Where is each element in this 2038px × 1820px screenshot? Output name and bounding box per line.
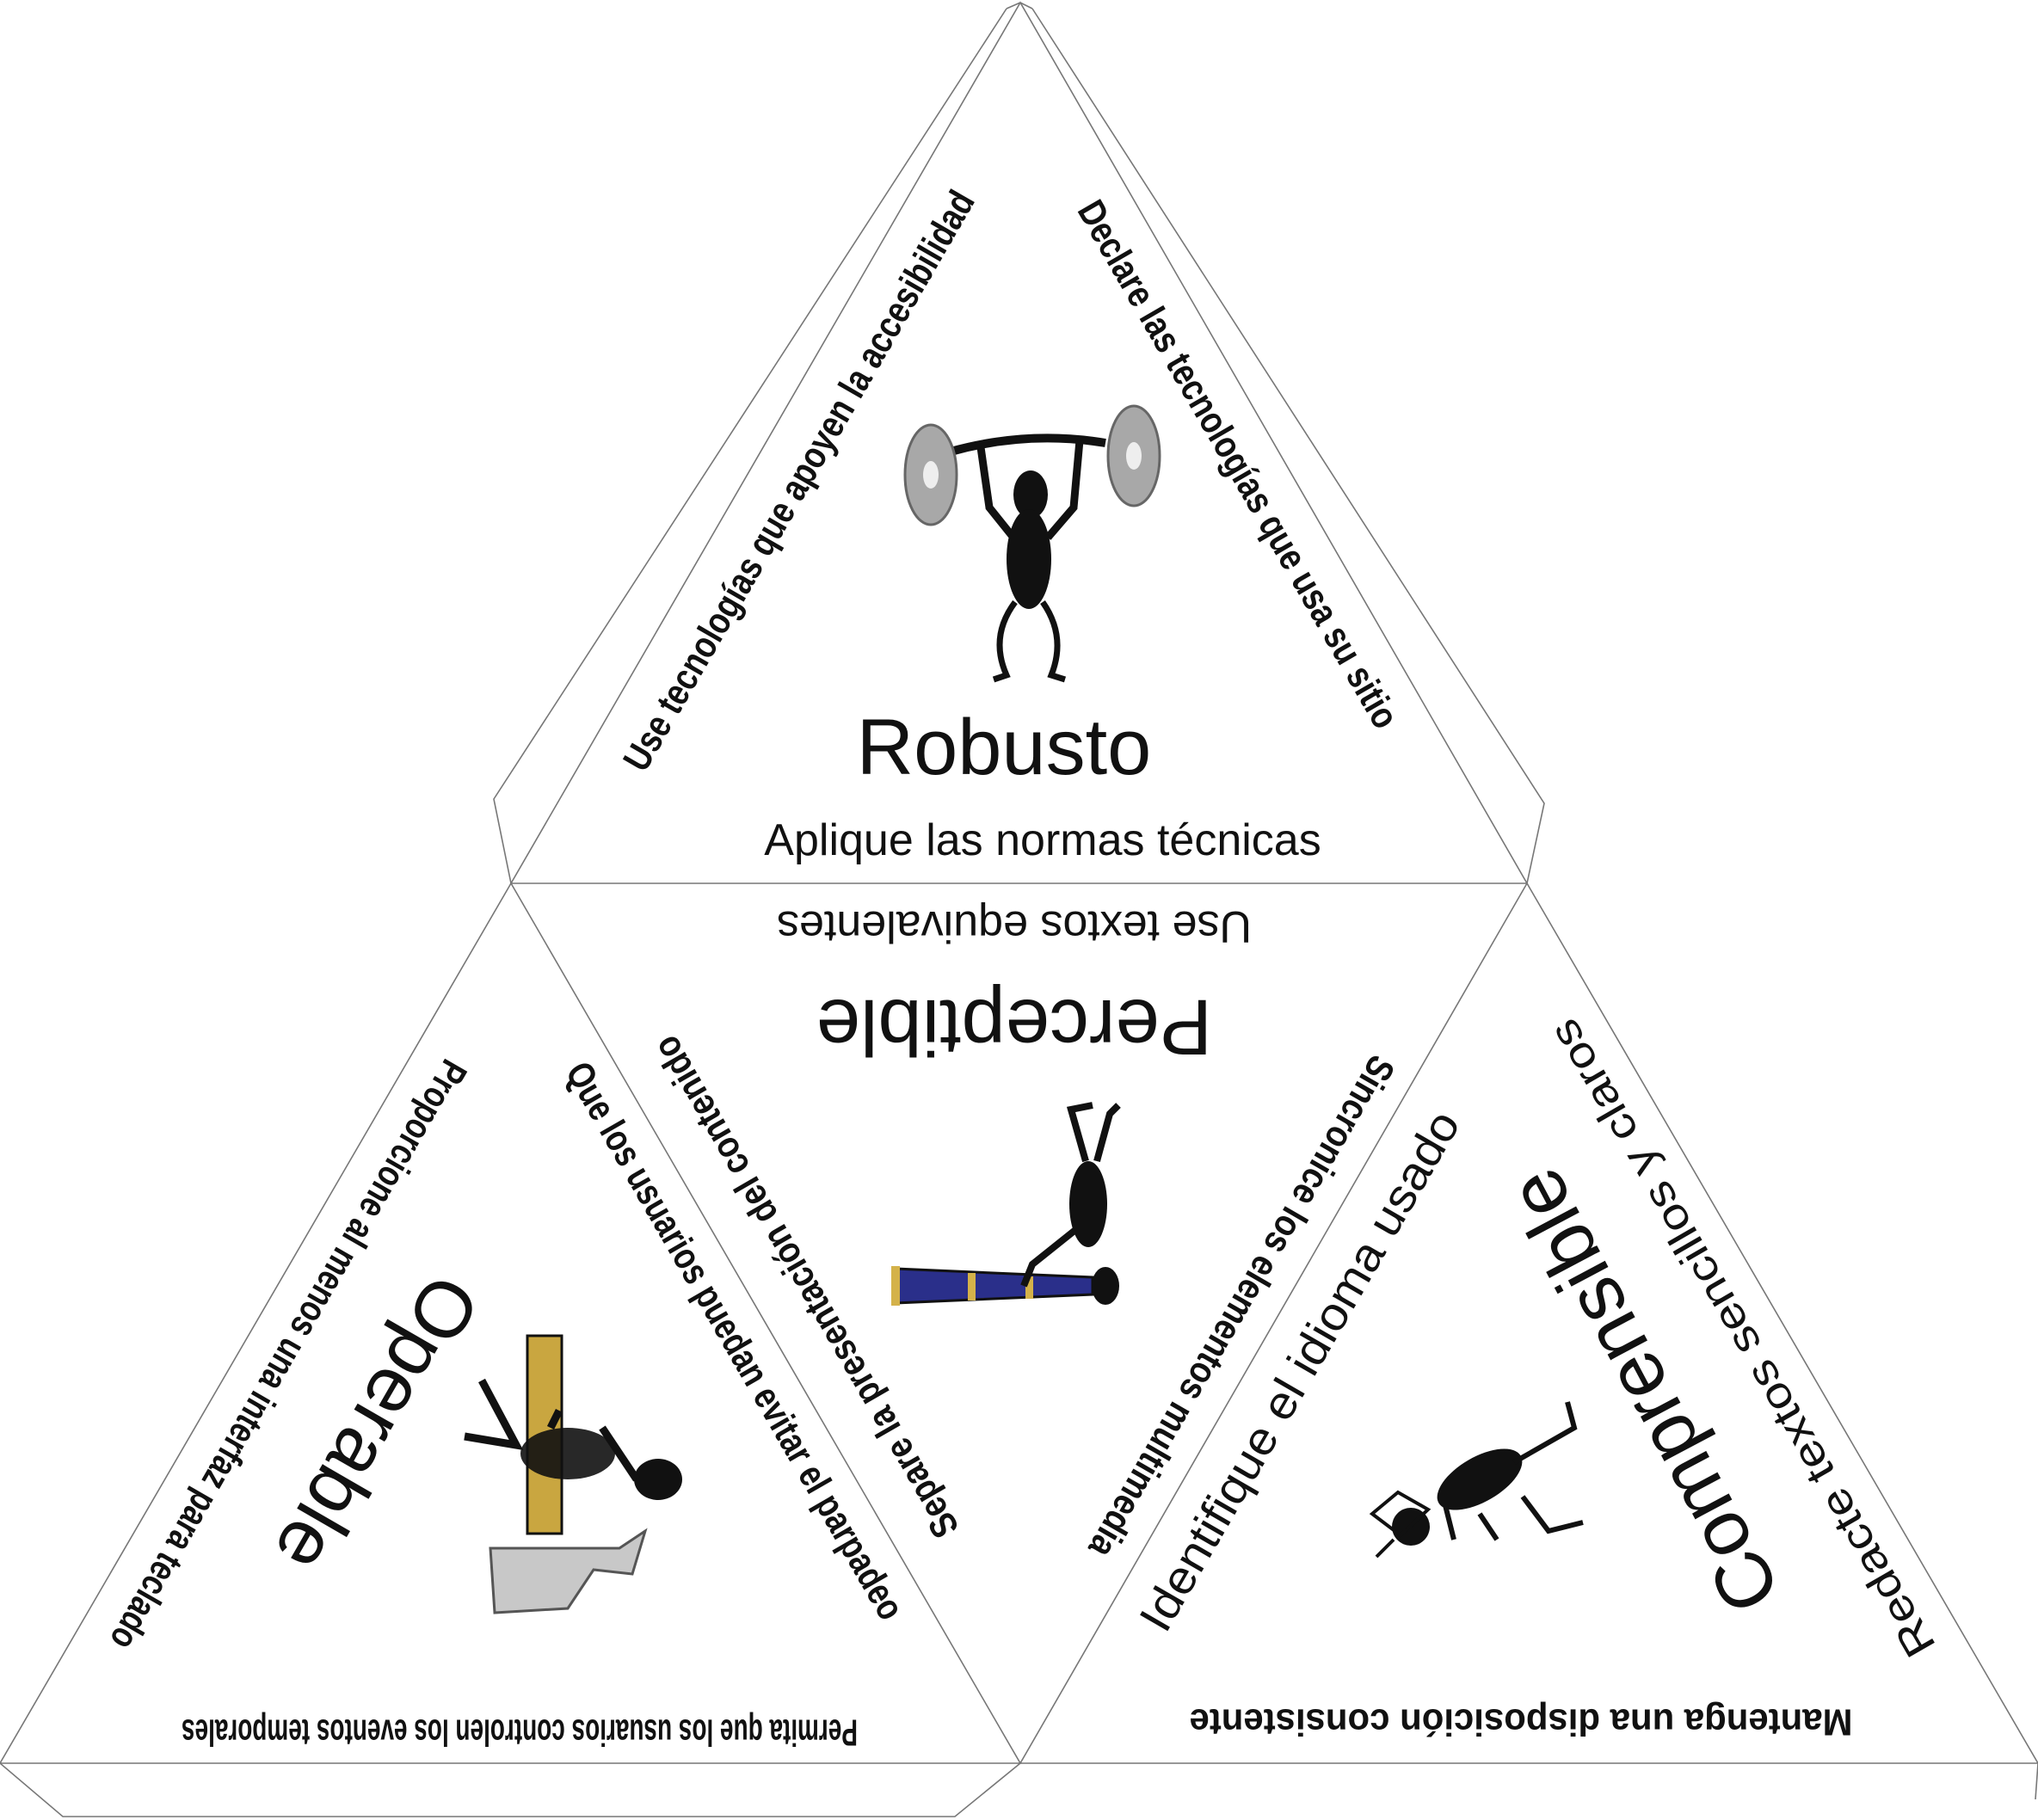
face-operable-outline xyxy=(0,882,1022,1764)
face-comprensible: Comprensible Identifique el idioma usado… xyxy=(1130,1011,1945,1743)
bottom-flap xyxy=(0,1762,1021,1817)
face-subtitle-robusto: Aplique las normas técnicas xyxy=(764,815,1321,865)
face-title-robusto: Robusto xyxy=(857,704,1152,791)
face-perceptible: Use textos equivalentes Perceptible Sepa… xyxy=(645,901,1403,1565)
edge-text-operable-bottom: Permita que los usuarios controlen los e… xyxy=(182,1712,858,1754)
graduate-reader-icon xyxy=(1369,1401,1584,1559)
left-flap xyxy=(493,8,1007,884)
edge-text-comprensible-bottom: Mantenga una disposición consistente xyxy=(1190,1701,1853,1743)
face-title-perceptible: Perceptible xyxy=(816,983,1212,1071)
right-flap xyxy=(1031,8,1545,884)
face-operable: Operable Proporcione al menos una interf… xyxy=(102,1053,912,1754)
horn-player-icon xyxy=(891,1102,1121,1306)
face-robusto-outline xyxy=(509,1,1529,884)
face-robusto: Robusto Aplique las normas técnicas Use … xyxy=(615,183,1407,865)
hammer-worker-icon xyxy=(464,1334,682,1614)
weightlifter-icon xyxy=(903,404,1161,683)
face-comprensible-outline xyxy=(1019,882,2038,1764)
face-subtitle-perceptible: Use textos equivalentes xyxy=(777,901,1252,951)
